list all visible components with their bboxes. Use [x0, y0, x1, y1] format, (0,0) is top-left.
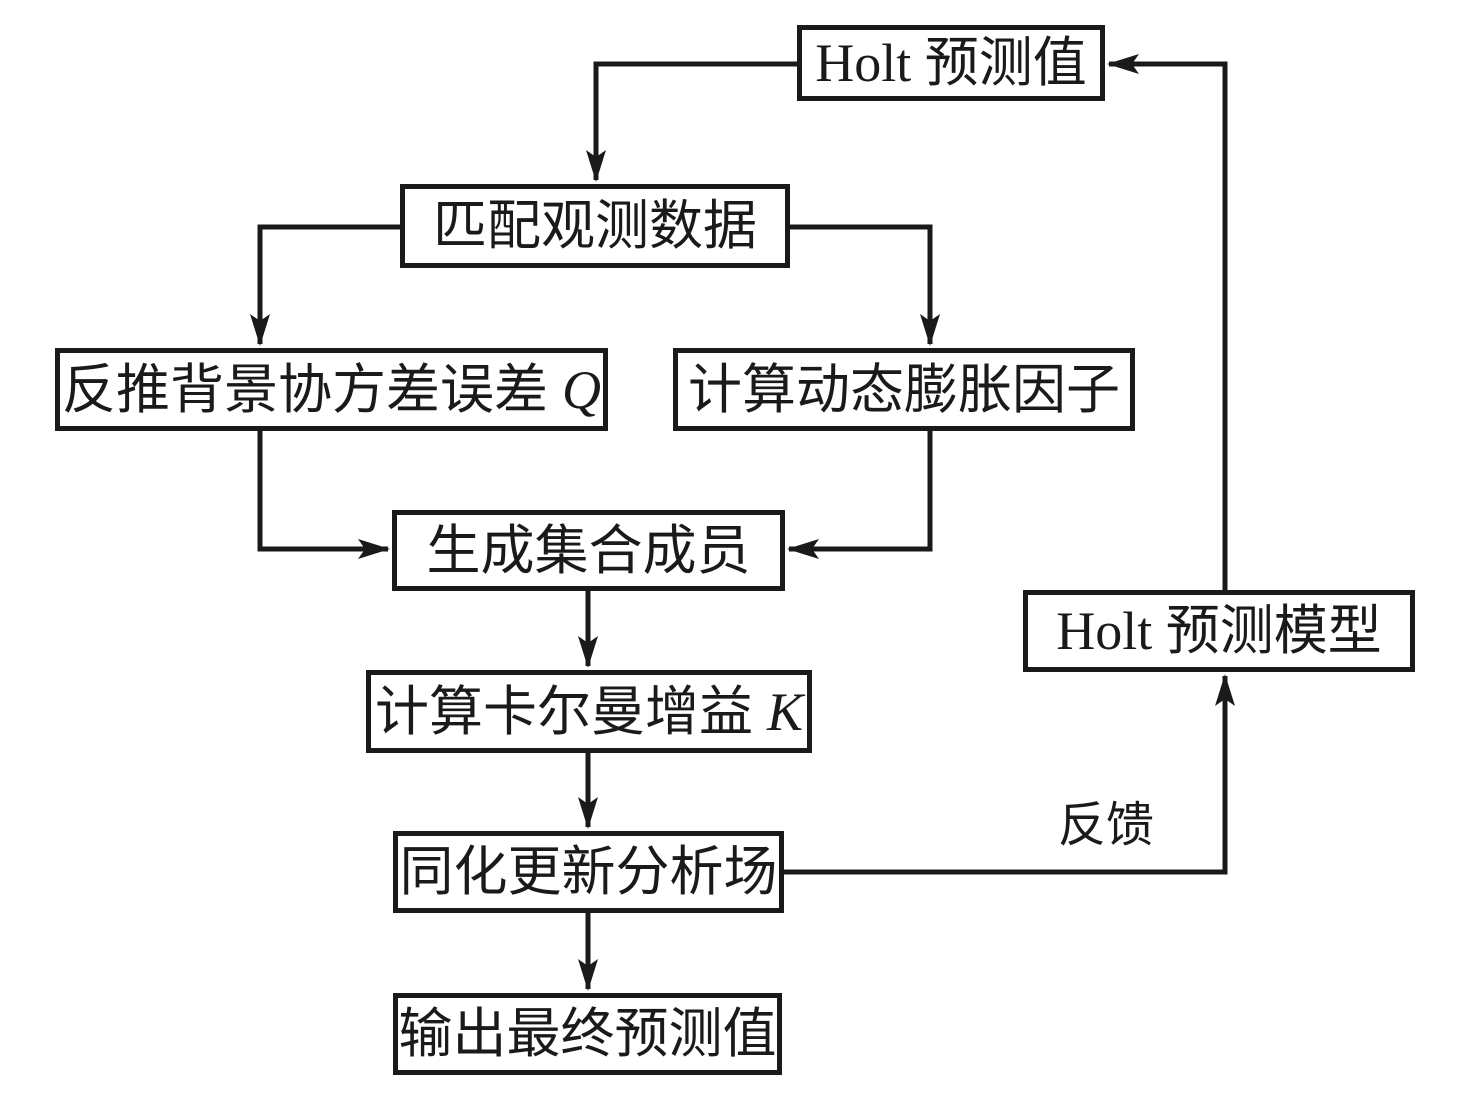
- node-var-k: K: [766, 681, 804, 742]
- node-generate-ensemble-members: 生成集合成员: [392, 510, 785, 591]
- node-output-final-forecast: 输出最终预测值: [393, 993, 782, 1075]
- node-label: 同化更新分析场: [399, 842, 778, 902]
- node-dynamic-inflation-factor: 计算动态膨胀因子: [673, 348, 1135, 431]
- node-var-q: Q: [562, 359, 601, 420]
- node-label: Holt 预测模型: [1056, 601, 1382, 661]
- node-holt-forecast-model: Holt 预测模型: [1023, 590, 1415, 672]
- edge-match-obs-to-inflation: [790, 224, 940, 346]
- node-label: 生成集合成员: [426, 520, 751, 581]
- node-label: 反推背景协方差误差: [62, 359, 548, 420]
- feedback-edge-label: 反馈: [1057, 799, 1154, 852]
- edge-holt-value-to-match-obs: [586, 61, 797, 182]
- node-assimilation-update-analysis: 同化更新分析场: [393, 831, 784, 913]
- edge-match-obs-to-back-covariance: [250, 224, 400, 346]
- node-label: Holt 预测值: [815, 33, 1087, 93]
- edge-holt-model-to-holt-value: [1107, 54, 1228, 590]
- node-holt-forecast-value: Holt 预测值: [797, 25, 1105, 101]
- node-label: 计算动态膨胀因子: [688, 359, 1120, 420]
- node-match-observation-data: 匹配观测数据: [400, 184, 790, 268]
- node-back-covariance-error-q: 反推背景协方差误差 Q: [55, 348, 608, 431]
- edge-feedback-assimilate-to-holt-model: [784, 674, 1235, 875]
- node-kalman-gain-k: 计算卡尔曼增益 K: [366, 670, 812, 753]
- node-label: 计算卡尔曼增益: [374, 681, 753, 742]
- node-label: 输出最终预测值: [398, 1004, 777, 1064]
- node-label: 匹配观测数据: [433, 196, 757, 256]
- edge-back-covariance-to-ensemble: [257, 431, 390, 559]
- edge-inflation-to-ensemble: [787, 431, 933, 559]
